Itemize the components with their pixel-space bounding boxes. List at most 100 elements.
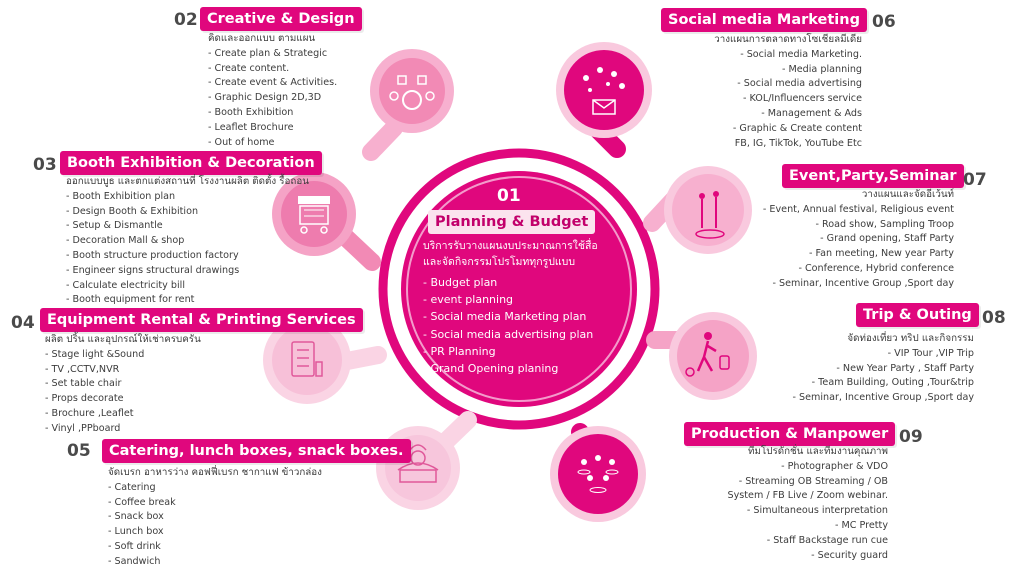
idea-icon [362,49,454,161]
checklist-icon [263,316,387,404]
list-item: - Conference, Hybrid conference [798,262,954,274]
section-number-05: 05 [67,441,91,461]
chef-icon [376,411,477,510]
center-subtitle-line1: บริการรับวางแผนงบประมาณการใช้สื่อ [423,240,598,252]
crowd-icon [550,423,646,522]
list-item: - Seminar, Incentive Group ,Sport day [792,392,975,404]
section-desc-creative: คิดและออกแบบ ตามแผน - Create plan & Stra… [208,32,337,150]
section-subtitle: จัดท่องเที่ยว ทริป และกิจกรรม [847,333,974,344]
section-title-production: Production & Manpower [684,422,896,446]
list-item: - Booth Exhibition plan [66,190,176,202]
section-subtitle: วางแผนและจัดอีเว้นท์ [861,189,954,200]
list-item: - Team Building, Outing ,Tour&trip [811,377,974,389]
list-item: - Create plan & Strategic [208,47,328,59]
list-item: - Stage light &Sound [45,348,145,360]
event-icon [643,166,752,254]
list-item: - Grand Opening planing [423,362,559,376]
list-item: - Out of home [208,136,275,148]
section-number-04: 04 [11,313,35,333]
list-item: - Grand opening, Staff Party [820,233,954,245]
list-item: FB, IG, TikTok, YouTube Etc [734,137,862,149]
section-title-booth: Booth Exhibition & Decoration [60,151,322,175]
list-item: - Event, Annual festival, Religious even… [762,203,954,215]
list-item: - event planning [423,293,514,307]
section-title-equipment: Equipment Rental & Printing Services [40,308,363,332]
list-item: - Seminar, Incentive Group ,Sport day [772,277,955,289]
list-item: - Social media Marketing. [740,48,862,60]
center-subtitle: บริการรับวางแผนงบประมาณการใช้สื่อ และจัด… [423,238,598,270]
section-subtitle: ผลิต ปริ้น และอุปกรณ์ให้เช่าครบครัน [45,334,201,345]
section-subtitle: ออกแบบบูธ และตกแต่งสถานที่ โรงงานผลิต ติ… [66,176,309,187]
section-subtitle: วางแผนการตลาดทางโซเชียลมีเดีย [714,34,862,45]
list-item: - Decoration Mall & shop [66,235,185,247]
list-item: - Setup & Dismantle [66,220,163,232]
list-item: - MC Pretty [835,519,888,531]
section-title-event: Event,Party,Seminar [782,164,964,188]
list-item: - Design Booth & Exhibition [66,205,199,217]
section-desc-trip: จัดท่องเที่ยว ทริป และกิจกรรม - VIP Tour… [793,332,975,406]
list-item: - Staff Backstage run cue [766,534,888,546]
section-desc-production: ทีมโปรดักชั่น และทีมงานคุณภาพ - Photogra… [728,445,888,563]
list-item: - KOL/Influencers service [743,93,862,105]
center-subtitle-line2: และจัดกิจกรรมโปรโมททุกรูปแบบ [423,256,575,268]
center-outer-ring [378,148,660,430]
list-item: - Fan meeting, New year Party [808,248,954,260]
center-title: Planning & Budget [428,210,596,234]
list-item: - VIP Tour ,VIP Trip [887,347,974,359]
list-item: - New Year Party , Staff Party [836,362,974,374]
list-item: - Coffee break [108,496,176,508]
social-icon [556,42,652,158]
list-item: - Lunch box [108,526,164,538]
section-desc-catering: จัดเบรก อาหารว่าง คอฟฟี่เบรก ชากาแฟ ข้าว… [108,466,322,570]
list-item: - TV ,CCTV,NVR [45,363,120,375]
section-number-07: 07 [963,170,987,190]
list-item: - Engineer signs structural drawings [66,264,240,276]
list-item: - Vinyl ,PPboard [45,422,121,434]
list-item: - Budget plan [423,276,498,289]
section-desc-event: วางแผนและจัดอีเว้นท์ - Event, Annual fes… [763,188,954,292]
list-item: - Booth equipment for rent [66,294,195,306]
list-item: - Snack box [108,511,164,523]
section-number-06: 06 [872,12,896,32]
section-number-09: 09 [899,427,923,447]
list-item: - Brochure ,Leaflet [45,407,134,419]
list-item: - Calculate electricity bill [66,279,185,291]
booth-icon [272,172,381,271]
list-item: - Management & Ads [761,107,862,119]
section-desc-booth: ออกแบบบูธ และตกแต่งสถานที่ โรงงานผลิต ติ… [66,175,309,308]
list-item: - Social media Marketing plan [423,310,587,324]
list-item: - Create event & Activities. [208,77,338,89]
section-title-catering: Catering, lunch boxes, snack boxes. [102,439,411,463]
section-desc-social: วางแผนการตลาดทางโซเชียลมีเดีย - Social m… [714,33,862,151]
list-item: - Create content. [208,62,290,74]
section-title-social: Social media Marketing [661,8,867,32]
list-item: - Catering [108,481,156,493]
section-number-02: 02 [174,10,198,30]
list-item: - Soft drink [108,540,161,552]
section-title-creative: Creative & Design [200,7,362,31]
list-item: - Props decorate [45,393,124,405]
section-subtitle: ทีมโปรดักชั่น และทีมงานคุณภาพ [748,446,888,457]
list-item: - Sandwich [108,555,161,567]
section-number-08: 08 [982,308,1006,328]
list-item: - Booth Exhibition [208,106,294,118]
list-item: - Graphic Design 2D,3D [208,92,322,104]
section-title-trip: Trip & Outing [856,303,979,327]
list-item: - Booth structure production factory [66,249,239,261]
list-item: - Social media advertising [737,78,862,90]
center-number: 01 [497,186,521,206]
section-subtitle: จัดเบรก อาหารว่าง คอฟฟี่เบรก ชากาแฟ ข้าว… [108,467,322,478]
list-item: - PR Planning [423,344,496,358]
section-subtitle: คิดและออกแบบ ตามแผน [208,33,316,44]
list-item: - Security guard [811,549,888,561]
list-item: - Photographer & VDO [781,460,888,472]
list-item: - Leaflet Brochure [208,121,294,133]
list-item: - Set table chair [45,378,122,390]
list-item: - Social media advertising plan [423,327,594,341]
list-item: - Simultaneous interpretation [746,505,888,517]
section-desc-equipment: ผลิต ปริ้น และอุปกรณ์ให้เช่าครบครัน - St… [45,333,201,437]
list-item: - Streaming OB Streaming / OB [738,475,888,487]
center-list: - Budget plan - event planning - Social … [423,274,593,377]
travel-icon [646,312,757,400]
list-item: - Graphic & Create content [732,122,862,134]
